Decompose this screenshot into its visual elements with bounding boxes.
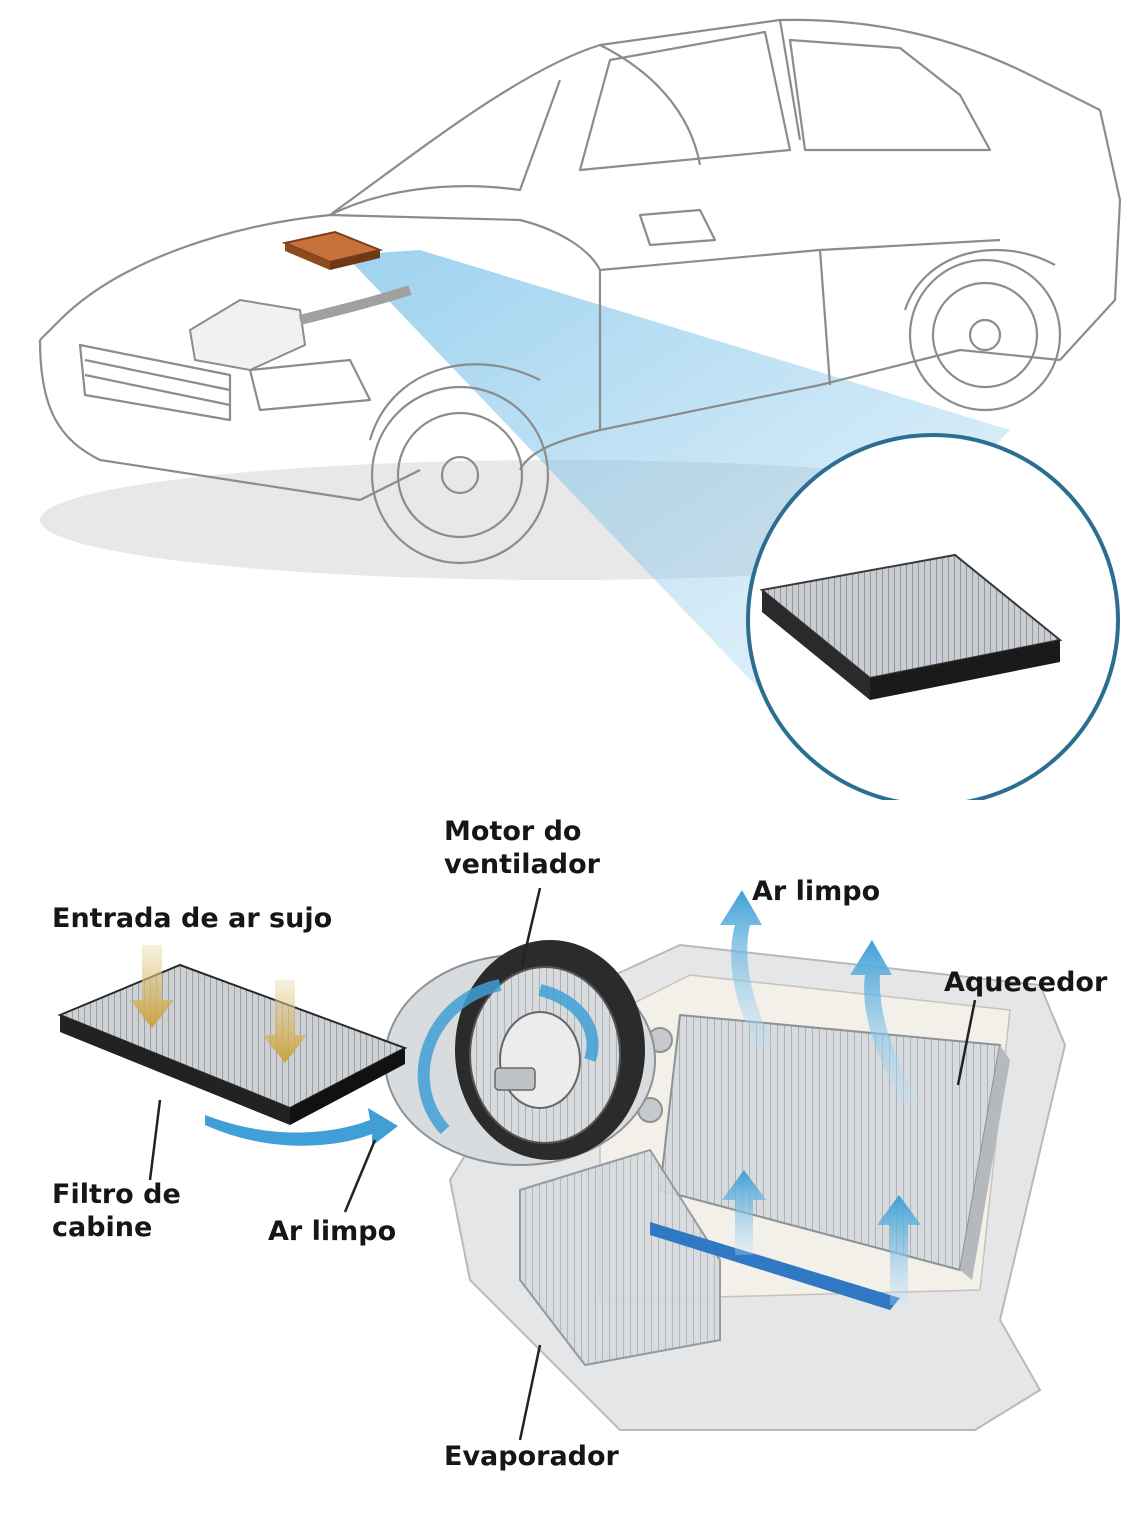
label-filtro-de-cabine: Filtro de cabine — [52, 1178, 181, 1244]
label-ar-limpo-bottom: Ar limpo — [268, 1215, 396, 1248]
leader-filtro — [150, 1100, 160, 1180]
label-motor-line1: Motor do — [444, 815, 600, 848]
leader-ar-limpo — [345, 1140, 375, 1212]
leader-evaporador — [520, 1345, 540, 1440]
label-entrada-de-ar-sujo: Entrada de ar sujo — [52, 902, 332, 935]
label-ar-limpo-top: Ar limpo — [752, 875, 880, 908]
cabin-filter-icon — [60, 965, 405, 1125]
label-filtro-line2: cabine — [52, 1211, 181, 1244]
label-aquecedor: Aquecedor — [944, 966, 1107, 999]
label-evaporador: Evaporador — [444, 1440, 619, 1473]
label-motor-do-ventilador: Motor do ventilador — [444, 815, 600, 881]
label-filtro-line1: Filtro de — [52, 1178, 181, 1211]
label-motor-line2: ventilador — [444, 848, 600, 881]
